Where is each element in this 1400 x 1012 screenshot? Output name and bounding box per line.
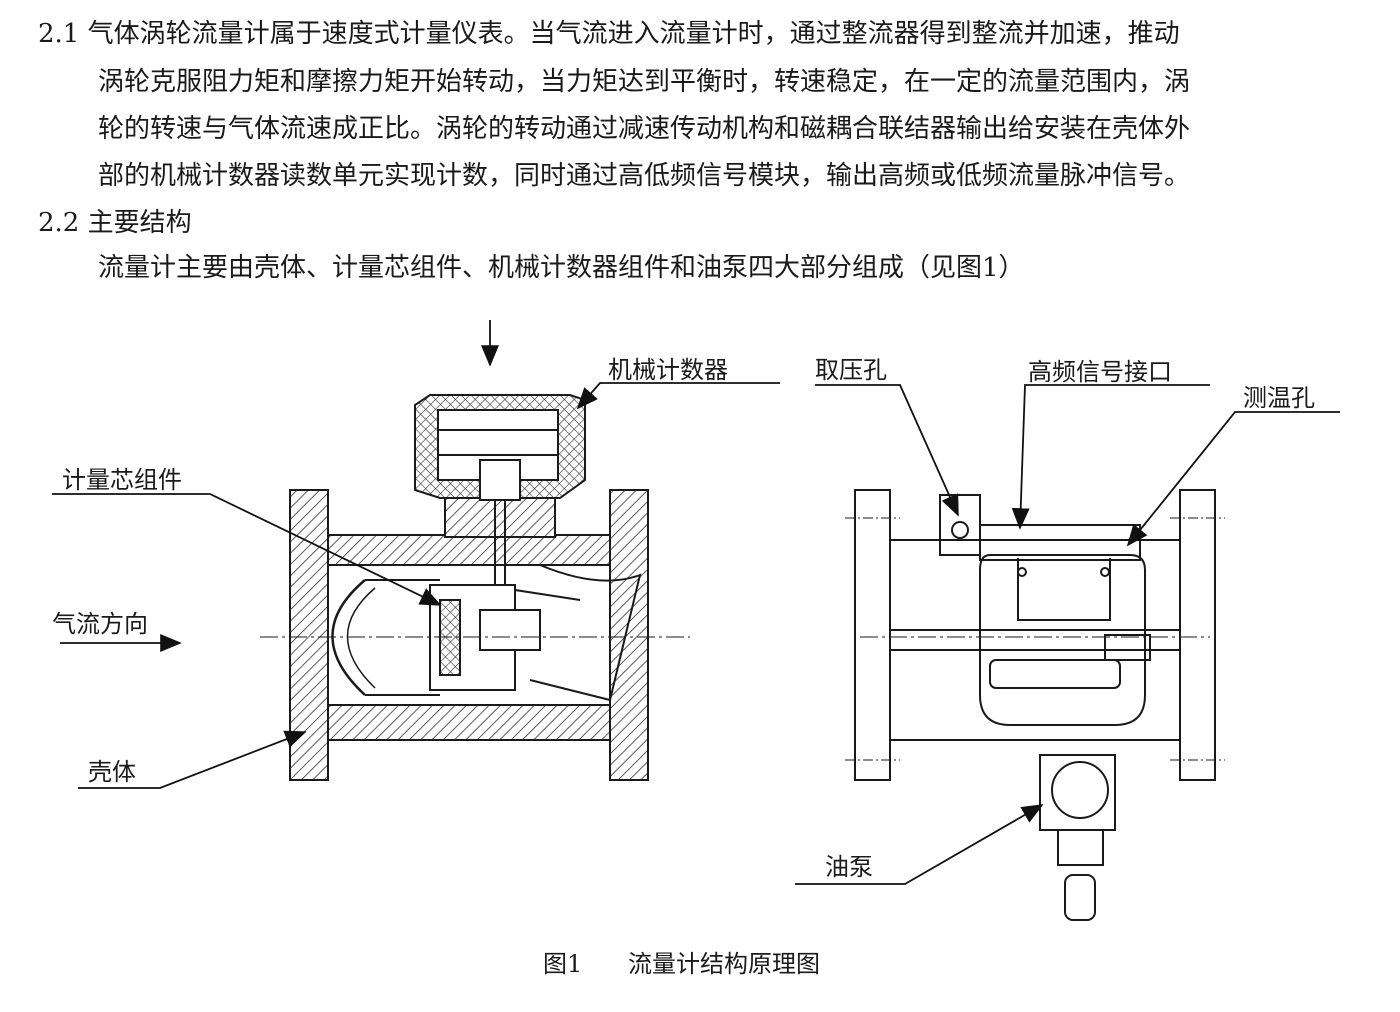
label-pressure-tap: 取压孔	[815, 356, 887, 384]
label-metering-core: 计量芯组件	[62, 466, 182, 494]
para-2-1-line-3: 轮的转速与气体流速成正比。涡轮的转动通过减速传动机构和磁耦合联结器输出给安装在壳…	[98, 114, 1191, 144]
para-2-1-line-1: 2.1 气体涡轮流量计属于速度式计量仪表。当气流进入流量计时，通过整流器得到整流…	[38, 19, 1180, 49]
section-2-2-body: 流量计主要由壳体、计量芯组件、机械计数器组件和油泵四大部分组成（见图1）	[98, 253, 1025, 283]
label-hf-interface: 高频信号接口	[1028, 358, 1172, 386]
label-flow-direction: 气流方向	[52, 610, 148, 638]
figure-caption-title: 流量计结构原理图	[628, 950, 820, 978]
label-oil-pump: 油泵	[825, 853, 873, 881]
label-mechanical-counter: 机械计数器	[608, 356, 728, 384]
leader-lines	[52, 320, 1340, 885]
flowmeter-structure-diagram: 机械计数器 计量芯组件 气流方向 壳体 取压孔 高频信号接口 测温孔 油泵 图1…	[52, 320, 1340, 978]
para-2-1-line-2: 涡轮克服阻力矩和摩擦力矩开始转动，当力矩达到平衡时，转速稳定，在一定的流量范围内…	[98, 67, 1191, 97]
figure-caption-number: 图1	[543, 950, 582, 978]
section-2-2-heading: 2.2 主要结构	[38, 208, 192, 238]
label-temp-hole: 测温孔	[1243, 384, 1315, 412]
label-housing: 壳体	[88, 758, 136, 786]
external-view	[845, 489, 1225, 921]
sectional-view	[260, 394, 690, 781]
para-2-1-line-4: 部的机械计数器读数单元实现计数，同时通过高低频信号模块，输出高频或低频流量脉冲信…	[98, 161, 1191, 191]
